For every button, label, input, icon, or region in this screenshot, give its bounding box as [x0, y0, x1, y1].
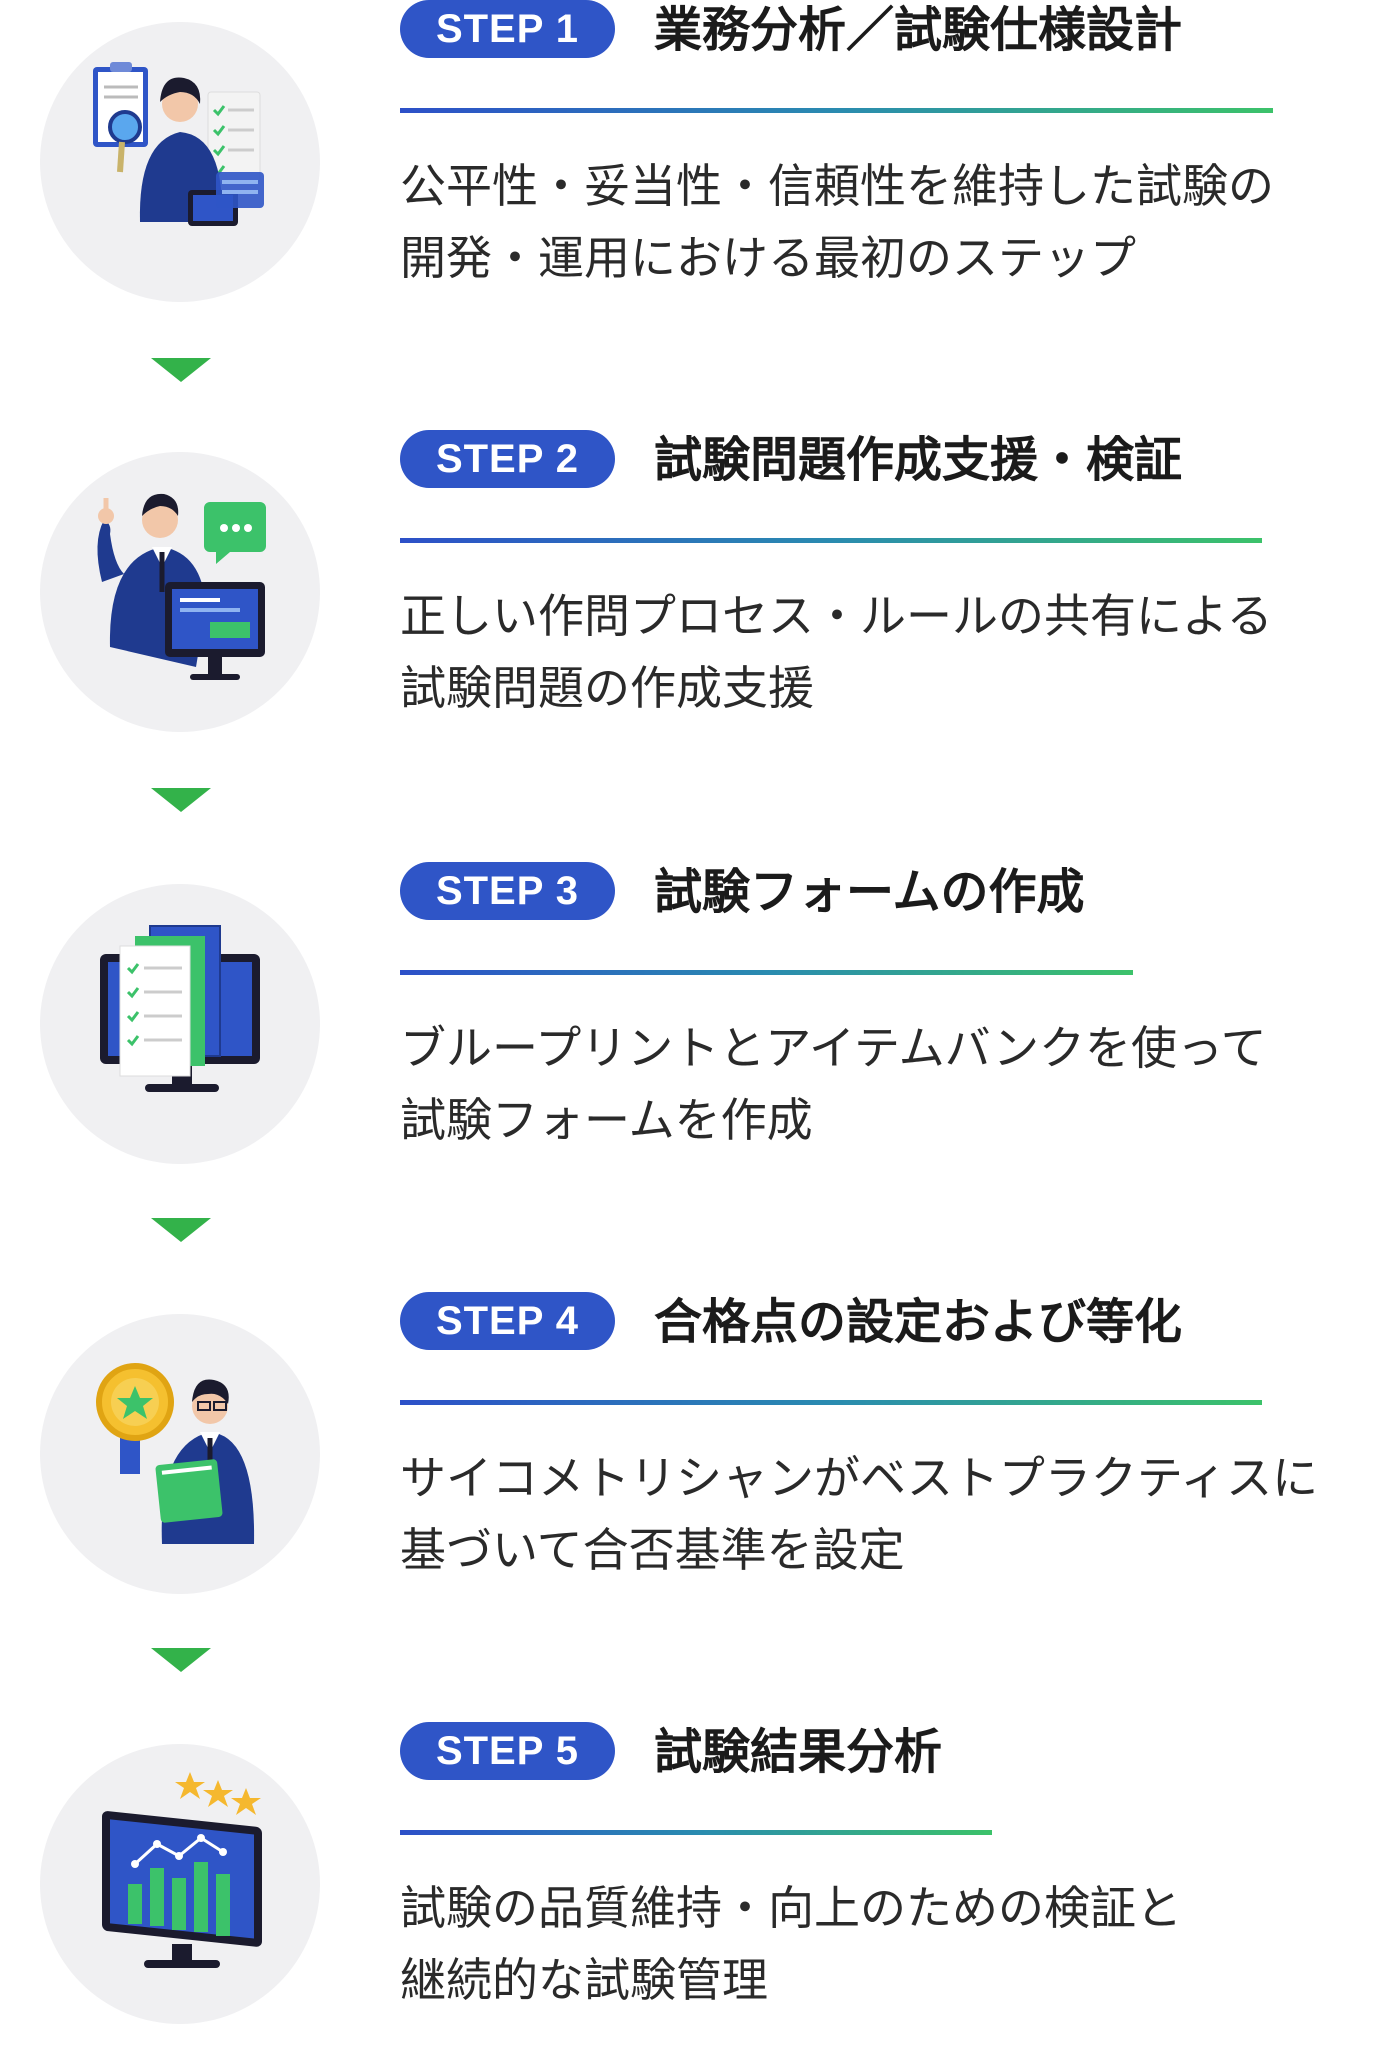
step-3: STEP 3 試験フォームの作成 ブループリントとアイテムバンクを使って 試験フ… — [0, 862, 1400, 1164]
step-5-description: 試験の品質維持・向上のための検証と 継続的な試験管理 — [400, 1872, 1360, 2016]
step-4-badge: STEP 4 — [400, 1292, 615, 1350]
step-5: STEP 5 試験結果分析 試験の品質維持・向上のための検証と 継続的な試験管理 — [0, 1722, 1400, 2024]
step-1-badge: STEP 1 — [400, 0, 615, 58]
step-1: STEP 1 業務分析／試験仕様設計 公平性・妥当性・信頼性を維持した試験の 開… — [0, 0, 1400, 302]
step-5-illustration — [40, 1744, 320, 2024]
step-1-down-arrow-icon — [151, 358, 211, 382]
step-4: STEP 4 合格点の設定および等化 サイコメトリシャンがベストプラクティスに … — [0, 1292, 1400, 1594]
presenter-monitor-icon — [97, 493, 266, 680]
step-3-badge: STEP 3 — [400, 862, 615, 920]
step-2: STEP 2 試験問題作成支援・検証 正しい作問プロセス・ルールの共有による 試… — [0, 430, 1400, 732]
step-4-illustration — [40, 1314, 320, 1594]
step-2-badge: STEP 2 — [400, 430, 615, 488]
step-1-illustration — [40, 22, 320, 302]
step-3-description-line-1: ブループリントとアイテムバンクを使って — [400, 1021, 1267, 1075]
step-4-divider — [400, 1400, 1262, 1405]
monitor-documents-icon — [100, 925, 260, 1092]
step-1-divider — [400, 108, 1273, 113]
step-3-title: 試験フォームの作成 — [654, 864, 1085, 920]
step-3-down-arrow-icon — [151, 1218, 211, 1242]
step-2-title: 試験問題作成支援・検証 — [654, 432, 1183, 488]
step-4-description-line-2: 基づいて合否基準を設定 — [400, 1523, 905, 1577]
step-4-down-arrow-icon — [151, 1648, 211, 1672]
step-5-description-line-1: 試験の品質維持・向上のための検証と — [400, 1881, 1182, 1935]
step-2-description-line-1: 正しい作問プロセス・ルールの共有による — [400, 589, 1273, 643]
step-2-down-arrow-icon — [151, 788, 211, 812]
step-1-description-line-1: 公平性・妥当性・信頼性を維持した試験の — [400, 159, 1274, 213]
step-5-divider — [400, 1830, 992, 1835]
step-1-description-line-2: 開発・運用における最初のステップ — [400, 231, 1136, 285]
step-3-divider — [400, 970, 1133, 975]
step-2-illustration — [40, 452, 320, 732]
step-1-title: 業務分析／試験仕様設計 — [654, 2, 1183, 58]
analyst-clipboard-icon — [93, 62, 264, 226]
step-4-description: サイコメトリシャンがベストプラクティスに 基づいて合否基準を設定 — [400, 1442, 1360, 1586]
step-2-divider — [400, 538, 1262, 543]
step-3-illustration — [40, 884, 320, 1164]
step-3-description: ブループリントとアイテムバンクを使って 試験フォームを作成 — [400, 1012, 1360, 1156]
step-4-title: 合格点の設定および等化 — [654, 1294, 1183, 1350]
step-5-description-line-2: 継続的な試験管理 — [400, 1953, 768, 2007]
step-1-description: 公平性・妥当性・信頼性を維持した試験の 開発・運用における最初のステップ — [400, 150, 1360, 294]
step-3-description-line-2: 試験フォームを作成 — [400, 1093, 813, 1147]
step-5-badge: STEP 5 — [400, 1722, 615, 1780]
step-2-description: 正しい作問プロセス・ルールの共有による 試験問題の作成支援 — [400, 580, 1360, 724]
results-chart-monitor-icon — [102, 1772, 262, 1968]
step-4-description-line-1: サイコメトリシャンがベストプラクティスに — [400, 1451, 1319, 1505]
psychometrician-medal-icon — [96, 1363, 255, 1544]
step-5-title: 試験結果分析 — [654, 1724, 943, 1780]
step-2-description-line-2: 試験問題の作成支援 — [400, 661, 814, 715]
